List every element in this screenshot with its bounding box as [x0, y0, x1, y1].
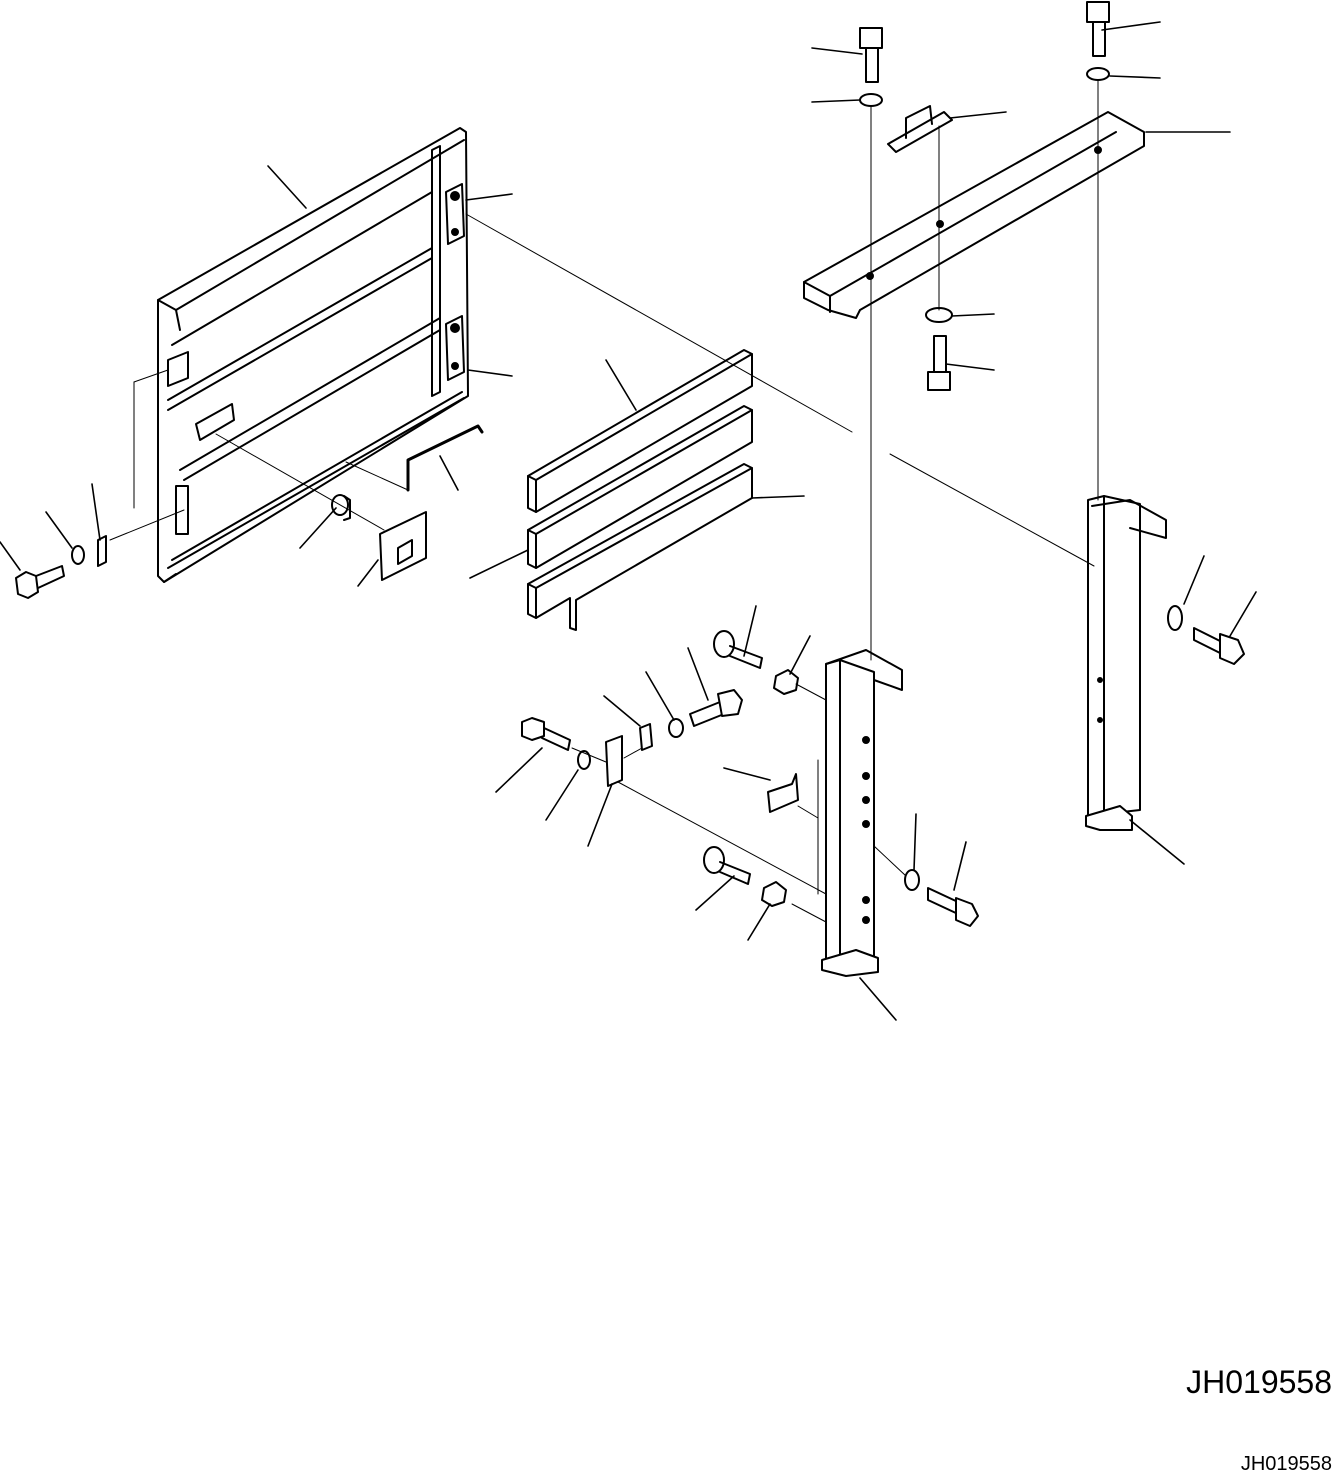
leader-lines — [0, 21, 1257, 1021]
nut-lower — [761, 881, 787, 907]
bolt-lower-right — [927, 887, 979, 927]
lock-plate — [379, 511, 427, 581]
pin-upper — [713, 630, 763, 669]
washer-left — [71, 545, 85, 565]
washer-top-left — [859, 93, 883, 107]
post-right — [1085, 495, 1167, 831]
bolt-left — [15, 565, 65, 599]
latch-rod — [406, 424, 484, 492]
nut-upper — [773, 669, 799, 695]
grab-handle — [887, 105, 953, 153]
door-panel — [157, 127, 469, 583]
small-bracket — [767, 773, 799, 813]
washer-center — [668, 718, 684, 738]
hinge-plate — [605, 735, 623, 787]
washer-right — [1167, 605, 1183, 631]
hinge-lower — [445, 315, 465, 381]
pin-lower — [703, 846, 751, 885]
hinge-upper — [445, 183, 465, 245]
washer-left-center — [577, 750, 591, 770]
hinge-clip — [639, 723, 653, 751]
bolt-left-center — [521, 717, 571, 751]
bolt-mid-up — [927, 335, 951, 391]
bolt-top-left — [859, 27, 883, 83]
bolt-center — [689, 689, 743, 727]
drawing-code-small: JH019558 — [1240, 1453, 1332, 1475]
panel-slats — [527, 349, 753, 631]
bolt-right — [1193, 627, 1245, 665]
washer-lower-right — [904, 869, 920, 891]
assembly-lines — [109, 79, 1099, 923]
washer-top-right — [1086, 67, 1110, 81]
lock-cylinder — [331, 494, 351, 521]
drawing-code-large: JH019558 — [1186, 1364, 1332, 1400]
top-rail — [803, 111, 1145, 319]
post-center — [821, 649, 903, 977]
clip-left — [97, 535, 107, 567]
